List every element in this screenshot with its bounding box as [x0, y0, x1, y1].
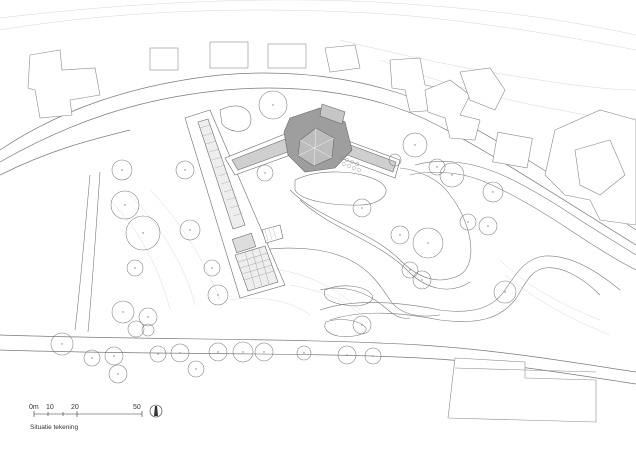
- tree-centres: [61, 104, 506, 375]
- main-road: [0, 72, 636, 246]
- neighbouring-houses: [27, 41, 636, 226]
- terrain-contours-park: [109, 189, 611, 336]
- bottom-road: [0, 334, 636, 385]
- scale-label-10: 10: [46, 404, 54, 411]
- main-building: [184, 109, 286, 299]
- terrain-contours-top: [0, 0, 636, 119]
- scale-label-50: 50: [133, 404, 141, 411]
- drawing-caption: Situatie tekening: [30, 424, 79, 431]
- lawn-shapes: [219, 105, 387, 337]
- trees: [50, 90, 517, 384]
- park-paths: [74, 161, 636, 333]
- scale-label-0: 0m: [29, 404, 39, 411]
- north-arrow-icon: [149, 404, 163, 418]
- scale-bar: [33, 411, 143, 417]
- bottom-building: [447, 357, 597, 423]
- scale-label-20: 20: [71, 404, 79, 411]
- terrace-seating: [340, 156, 361, 172]
- wing-building: [224, 103, 401, 179]
